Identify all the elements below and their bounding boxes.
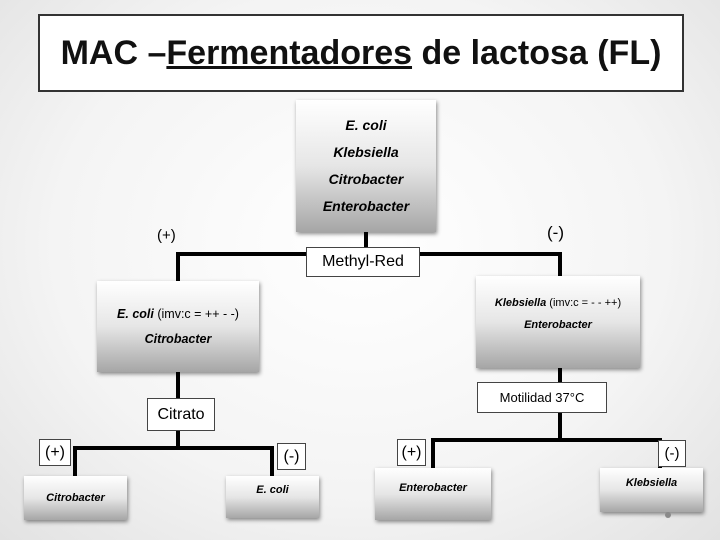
right-node-name: Klebsiella (494, 297, 547, 309)
right-node: Klebsiella (imv:c = - - ++) Enterobacter (476, 276, 640, 368)
root-node: E. coli Klebsiella Citrobacter Enterobac… (296, 100, 436, 232)
mr-positive-sign: (+) (157, 227, 176, 244)
methyl-red-box: Methyl-Red (306, 247, 420, 277)
mot-negative-sign: (-) (658, 440, 686, 467)
left-node-imvic: (imv:c = ++ - -) (157, 306, 239, 321)
left-node-name: E. coli (117, 306, 154, 321)
decorative-dot (665, 512, 671, 518)
methyl-red-label: Methyl-Red (322, 253, 404, 270)
left-node: E. coli (imv:c = ++ - -) Citrobacter (97, 281, 259, 372)
leaf-ecoli: E. coli (226, 476, 319, 518)
citrato-label: Citrato (157, 405, 205, 423)
root-item-klebsiella: Klebsiella (333, 144, 399, 160)
root-item-enterobacter: Enterobacter (322, 198, 410, 214)
root-item-ecoli: E. coli (345, 117, 387, 133)
root-item-citrobacter: Citrobacter (328, 171, 404, 187)
left-node-line1: E. coli (imv:c = ++ - -) (117, 302, 239, 327)
left-node-second: Citrobacter (144, 331, 212, 346)
leaf-citrobacter: Citrobacter (24, 476, 127, 520)
citrato-box: Citrato (147, 398, 215, 431)
title-prefix: MAC – (60, 33, 167, 72)
right-node-imvic: (imv:c = - - ++) (549, 297, 622, 309)
title-underlined: Fermentadores (166, 33, 413, 72)
leaf-klebsiella: Klebsiella (600, 468, 703, 512)
motilidad-box: Motilidad 37°C (477, 382, 607, 413)
title-suffix: de lactosa (FL) (412, 33, 662, 72)
right-node-second: Enterobacter (524, 319, 592, 331)
mr-negative-sign: (-) (547, 223, 564, 242)
mot-positive-sign: (+) (397, 439, 426, 466)
motilidad-label: Motilidad 37°C (499, 390, 585, 405)
right-node-line1: Klebsiella (imv:c = - - ++) (495, 292, 621, 314)
leaf-enterobacter: Enterobacter (375, 468, 491, 520)
cit-negative-sign: (-) (277, 443, 306, 470)
slide-title: MAC – Fermentadores de lactosa (FL) (38, 14, 684, 92)
cit-positive-sign: (+) (39, 439, 71, 466)
